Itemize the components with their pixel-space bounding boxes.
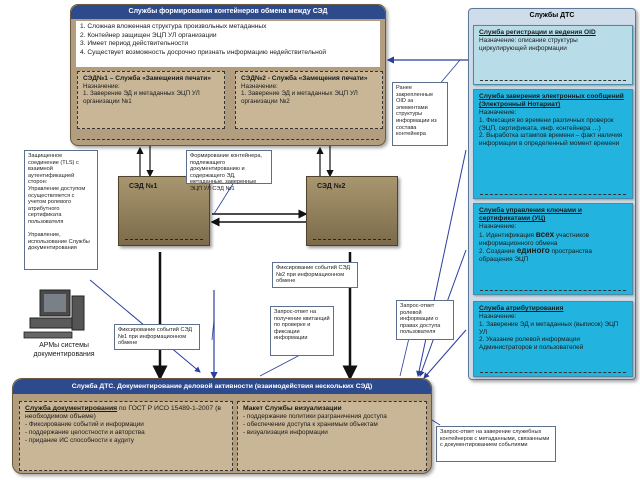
exchange-container-services-panel: Службы формирования контейнеров обмена м… <box>70 4 386 146</box>
list-item: - поддержание политики разграничения дос… <box>243 413 387 420</box>
documentation-service-box: Служба документирования по ГОСТ Р ИСО 15… <box>19 401 233 471</box>
sed2-node: СЭД №2 <box>306 176 398 246</box>
oid-service-desc: Назначение: описание структуры циркулиру… <box>479 37 578 52</box>
list-item: - придание ИС способности к аудиту <box>25 437 134 444</box>
sed1-seal-title: СЭД№1 – Служба «Замещения печати» <box>83 75 211 82</box>
list-item: 3. Имеет период действительности <box>80 40 189 48</box>
sed1-seal-service-box: СЭД№1 – Служба «Замещения печати» Назнач… <box>77 71 225 129</box>
oid-service-title: Служба регистрации и ведения OID <box>479 29 596 36</box>
business-activity-documentation-panel: Служба ДТС. Документирование деловой акт… <box>12 378 432 474</box>
list-item: - обеспечение доступа к хранимым объекта… <box>243 421 378 428</box>
receipt-query-note: Запрос-ответ на получение квитанций по п… <box>270 306 334 356</box>
dts-services-column: Службы ДТС Служба регистрации и ведения … <box>468 8 636 380</box>
visualization-service-title: Макет Службы визуализации <box>243 405 342 412</box>
ca-service-desc: Назначение: 1. Идентификация всех участн… <box>479 223 592 264</box>
visualization-service-box: Макет Службы визуализации - поддержание … <box>237 401 427 471</box>
arm-label: АРМы системы документирования <box>33 342 95 358</box>
attribution-service-title: Служба атрибутирования <box>479 305 564 312</box>
documentation-service-standard: по ГОСТ Р ИСО 15489-1-2007 (в необходимо… <box>25 405 221 420</box>
list-item: - поддержание целостности и авторства <box>25 429 145 436</box>
ca-service-title: Служба управления ключами и сертификатам… <box>479 207 582 222</box>
sed2-title: СЭД №2 <box>317 183 346 190</box>
tls-connection-note: Защищенное соединение (TLS) с взаимной а… <box>24 150 98 270</box>
sed2-seal-desc: 1. Заверение ЭД и метаданных ЭЦП УЛ орга… <box>241 90 358 105</box>
sed2-seal-service-box: СЭД№2 - Служба «Замещения печати» Назнач… <box>235 71 383 129</box>
notary-service-box: Служба заверения электронных сообщений (… <box>473 89 633 199</box>
role-query-note: Запрос-ответ ролевой информации о правах… <box>396 300 454 340</box>
oid-note: Ранее закрепленные OID за элементами стр… <box>392 82 448 146</box>
top-panel-title: Службы формирования контейнеров обмена м… <box>71 5 385 19</box>
container-forming-note: Формирование контейнера, подлежащего док… <box>186 150 272 192</box>
list-item: 2. Контейнер защищен ЭЦП УЛ организации <box>80 31 217 39</box>
sed2-events-note: Фиксирование событий СЭД №2 при информац… <box>272 262 358 288</box>
sed2-seal-title: СЭД№2 - Служба «Замещения печати» <box>241 75 368 82</box>
notary-service-desc: Назначение: 1. Фиксация во времени разли… <box>479 109 623 148</box>
list-item: - Фиксирование событий и информации <box>25 421 144 428</box>
notary-service-title: Служба заверения электронных сообщений (… <box>479 93 624 108</box>
container-certification-note: Запрос-ответ на заверение служебных конт… <box>436 426 556 462</box>
divider <box>77 139 379 140</box>
sed1-seal-label: Назначение: <box>83 82 120 90</box>
ca-service-box: Служба управления ключами и сертификатам… <box>473 203 633 295</box>
documentation-service-title: Служба документирования <box>25 405 118 412</box>
attribution-service-desc: Назначение: 1. Заверение ЭД и метаданных… <box>479 313 619 352</box>
list-item: 1. Сложная вложенная структура произволь… <box>80 23 267 30</box>
dts-services-title: Службы ДТС <box>529 12 575 19</box>
list-item: 4. Существует возможность досрочно призн… <box>80 48 327 56</box>
top-panel-list: 1. Сложная вложенная структура произволь… <box>76 21 380 67</box>
sed2-seal-label: Назначение: <box>241 82 278 90</box>
sed1-node: СЭД №1 <box>118 176 210 246</box>
oid-service-box: Служба регистрации и ведения OID Назначе… <box>473 25 633 85</box>
sed1-seal-desc: 1. Заверение ЭД и метаданных ЭЦП УЛ орга… <box>83 90 200 105</box>
sed1-title: СЭД №1 <box>129 183 158 190</box>
sed1-events-note: Фиксирование событий СЭД №1 при информац… <box>114 324 200 350</box>
bottom-panel-title: Служба ДТС. Документирование деловой акт… <box>13 379 431 394</box>
list-item: - визуализация информации <box>243 429 328 436</box>
attribution-service-box: Служба атрибутирования Назначение: 1. За… <box>473 301 633 377</box>
computer-icon <box>23 289 85 339</box>
